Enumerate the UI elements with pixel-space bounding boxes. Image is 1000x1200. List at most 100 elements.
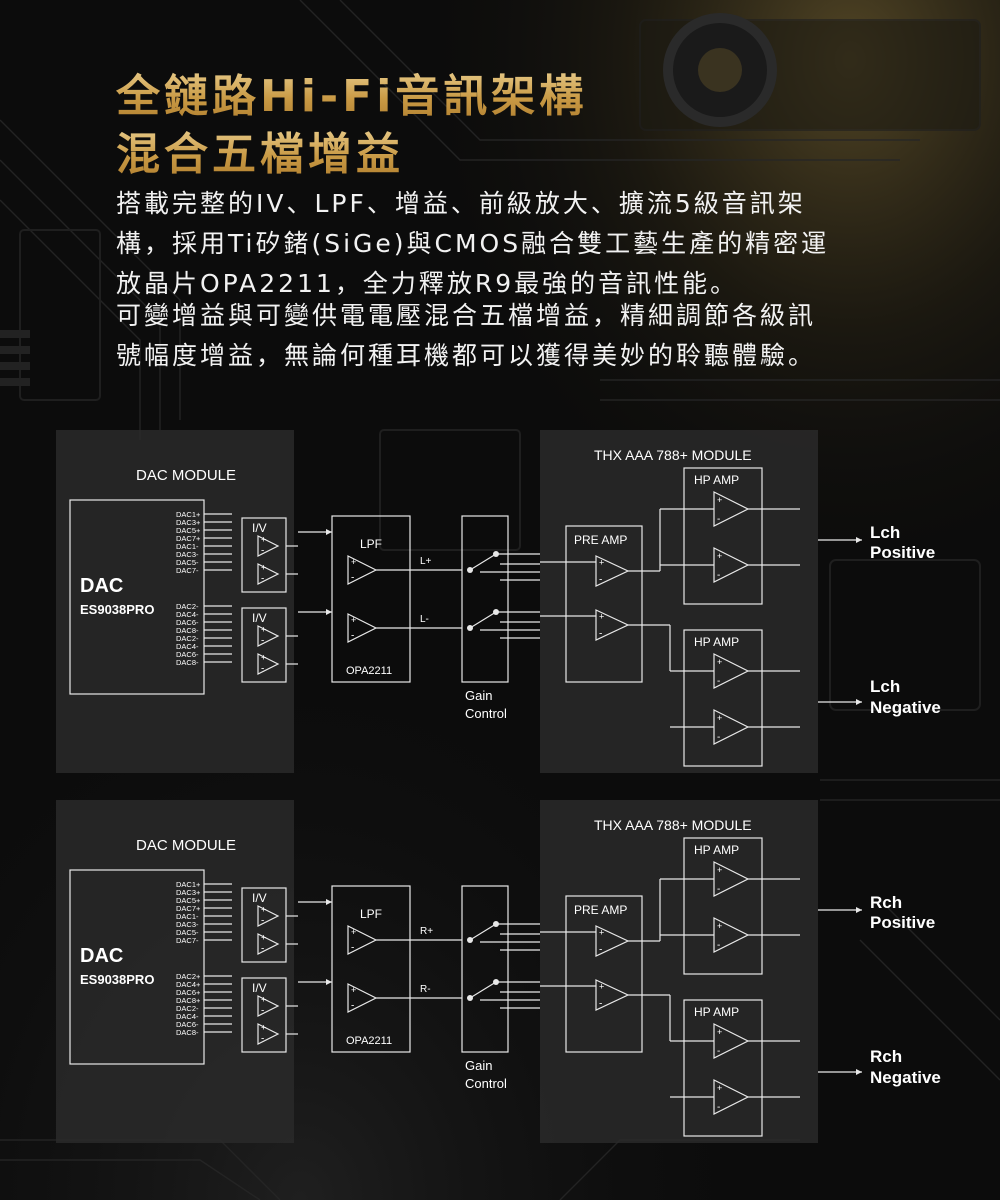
dac-chip-label: ES9038PRO: [80, 602, 154, 617]
opamp-plus: +: [599, 982, 604, 992]
opamp-plus: +: [599, 928, 604, 938]
gain-label-2: Control: [465, 1076, 507, 1091]
dac-pin-label: DAC2+: [176, 972, 201, 981]
output-pos-label-1: Lch: [870, 523, 900, 542]
pre-amp-label: PRE AMP: [574, 903, 627, 917]
dac-pin-label: DAC3-: [176, 550, 199, 559]
opamp-plus: +: [261, 624, 266, 634]
opamp-plus: +: [261, 562, 266, 572]
dac-pin-label: DAC8+: [176, 996, 201, 1005]
opamp-plus: +: [717, 1083, 722, 1093]
output-pos-label-2: Positive: [870, 913, 935, 932]
opamp-minus: -: [717, 884, 720, 895]
hp-amp-box: [683, 837, 763, 975]
opamp-minus: -: [261, 636, 264, 647]
opamp-plus: +: [351, 557, 356, 567]
dac-pin-label: DAC6+: [176, 988, 201, 997]
paragraph-line: 放晶片OPA2211，全力釋放R9最強的音訊性能。: [116, 269, 739, 298]
iv-stage-box: [241, 517, 287, 593]
thx-module-panel: [540, 800, 818, 1143]
dac-pin-label: DAC7+: [176, 534, 201, 543]
dac-pin-label: DAC4-: [176, 1012, 199, 1021]
paragraph-line: 構，採用Ti矽鍺(SiGe)與CMOS融合雙工藝生產的精密運: [116, 229, 830, 258]
dac-pin-label: DAC4-: [176, 642, 199, 651]
signal-minus-label: R-: [420, 984, 431, 995]
opamp-minus: -: [351, 1001, 354, 1012]
opamp-symbol: [595, 609, 630, 641]
arrow-head: [326, 979, 332, 985]
opamp-plus: +: [261, 932, 266, 942]
opamp-minus: -: [261, 916, 264, 927]
paragraph-line: 可變增益與可變供電電壓混合五檔增益，精細調節各級訊: [116, 301, 817, 330]
opamp-minus: -: [261, 1006, 264, 1017]
pre-amp-box: [565, 525, 643, 683]
dac-module-panel: [56, 800, 294, 1143]
dac-module-panel: [56, 430, 294, 773]
signal-minus-label: L-: [420, 614, 429, 625]
opamp-symbol: [347, 555, 378, 585]
opamp-plus: +: [717, 865, 722, 875]
diagram-left-channel: DAC MODULEDACES9038PRODAC1+DAC3+DAC5+DAC…: [56, 430, 941, 773]
opamp-plus: +: [261, 652, 266, 662]
iv-label: I/V: [252, 611, 267, 625]
arrow-head: [856, 1069, 862, 1075]
dac-pin-label: DAC7-: [176, 566, 199, 575]
output-neg-label-1: Lch: [870, 677, 900, 696]
iv-stage-box: [241, 607, 287, 683]
opamp-minus: -: [351, 943, 354, 954]
thx-module-panel: [540, 430, 818, 773]
lpf-box: [331, 885, 411, 1053]
dac-pin-label: DAC2-: [176, 602, 199, 611]
signal-plus-label: L+: [420, 556, 432, 567]
dac-pin-label: DAC7+: [176, 904, 201, 913]
hp-amp-label: HP AMP: [694, 1005, 739, 1019]
opamp-minus: -: [717, 1102, 720, 1113]
lpf-label: LPF: [360, 537, 382, 551]
dac-pin-label: DAC8-: [176, 658, 199, 667]
opamp-symbol: [257, 1023, 280, 1045]
opamp-minus: -: [717, 676, 720, 687]
hp-amp-box: [683, 999, 763, 1137]
dac-chip-box: [69, 499, 205, 695]
dac-pin-label: DAC5-: [176, 558, 199, 567]
switch-arm: [469, 981, 497, 999]
lpf-box: [331, 515, 411, 683]
pre-amp-box: [565, 895, 643, 1053]
dac-chip-label: ES9038PRO: [80, 972, 154, 987]
opamp-minus: -: [261, 944, 264, 955]
hp-amp-label: HP AMP: [694, 635, 739, 649]
switch-arm: [469, 611, 497, 629]
dac-pin-label: DAC4-: [176, 610, 199, 619]
switch-arm: [469, 923, 497, 941]
dac-pin-label: DAC8-: [176, 626, 199, 635]
dac-pin-label: DAC2-: [176, 634, 199, 643]
title-line-2: 混合五檔增益: [116, 118, 404, 182]
dac-label: DAC: [80, 575, 123, 597]
output-pos-label-2: Positive: [870, 543, 935, 562]
arrow-head: [856, 699, 862, 705]
gain-control-box: [461, 515, 509, 683]
gain-control-box: [461, 885, 509, 1053]
dac-pin-label: DAC1+: [176, 510, 201, 519]
opamp-minus: -: [599, 574, 602, 585]
opamp-minus: -: [717, 1046, 720, 1057]
lpf-label: LPF: [360, 907, 382, 921]
opamp-plus: +: [351, 985, 356, 995]
opamp-symbol: [595, 555, 630, 587]
opamp-symbol: [347, 613, 378, 643]
hp-amp-box: [683, 629, 763, 767]
dac-pin-label: DAC6-: [176, 618, 199, 627]
opamp-minus: -: [599, 944, 602, 955]
opamp-minus: -: [261, 546, 264, 557]
dac-chip-box: [69, 869, 205, 1065]
opamp-plus: +: [717, 495, 722, 505]
dac-pin-label: DAC3-: [176, 920, 199, 929]
arrow-head: [856, 907, 862, 913]
opamp-plus: +: [599, 612, 604, 622]
dac-pin-label: DAC8-: [176, 1028, 199, 1037]
arrow-head: [326, 899, 332, 905]
opamp-symbol: [257, 563, 280, 585]
opamp-chip-label: OPA2211: [346, 1035, 392, 1047]
output-pos-label-1: Rch: [870, 893, 902, 912]
